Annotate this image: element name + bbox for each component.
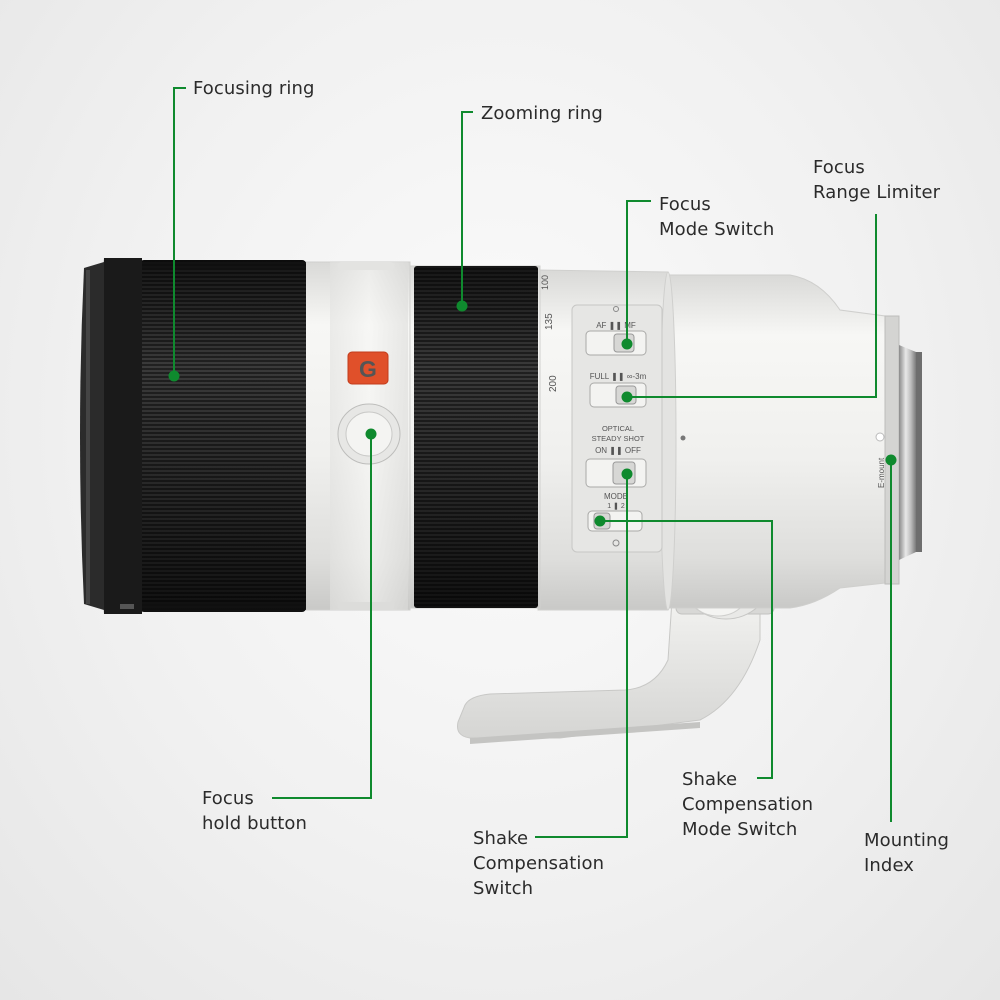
label-mounting-index: Mounting Index [864, 830, 950, 876]
dot-focus-hold-button [365, 428, 377, 440]
af-mf-label: AF ❚❚ MF [596, 321, 636, 330]
dot-mounting-index [885, 454, 897, 466]
zoom-mark-135: 135 [544, 313, 555, 330]
mode-label: MODE [604, 492, 628, 501]
lens-mount [884, 315, 922, 585]
dot-focus-range-limiter [621, 391, 633, 403]
zooming-ring-body [407, 265, 541, 609]
label-shake-comp-switch: Shake Compensation Switch [473, 828, 605, 899]
dot-zooming-ring [456, 300, 468, 312]
leader-shake-comp-mode-switch [600, 520, 773, 779]
dot-focus-mode-switch [621, 338, 633, 350]
optical-label: OPTICAL [602, 424, 634, 433]
label-focus-mode-switch: Focus Mode Switch [659, 194, 775, 240]
mode-positions-label: 1 ❚ 2 [607, 502, 625, 510]
label-focus-range-limiter: Focus Range Limiter [813, 157, 941, 203]
dot-shake-comp-switch [621, 468, 633, 480]
zoom-mark-200: 200 [548, 375, 559, 392]
label-shake-comp-mode-switch: Shake Compensation Mode Switch [682, 769, 814, 840]
full-range-label: FULL ❚❚ ∞-3m [590, 372, 647, 381]
front-element [80, 258, 142, 614]
leader-focus-mode-switch [626, 200, 651, 344]
label-focus-hold-button: Focus hold button [202, 788, 308, 834]
e-mount-label: E-mount [877, 457, 886, 488]
leader-zooming-ring [461, 111, 473, 306]
dot-shake-comp-mode-switch [594, 515, 606, 527]
leader-shake-comp-switch [535, 474, 628, 838]
steady-shot-label: STEADY SHOT [592, 434, 645, 443]
leader-focusing-ring [173, 87, 186, 376]
on-off-label: ON ❚❚ OFF [595, 446, 641, 455]
leader-lines [173, 87, 892, 838]
label-zooming-ring: Zooming ring [481, 103, 603, 124]
focusing-ring-body [140, 260, 306, 612]
leader-focus-hold-button [272, 434, 372, 799]
leader-focus-range-limiter [627, 214, 877, 398]
zoom-mark-100: 100 [540, 275, 550, 290]
g-badge-letter: G [359, 356, 377, 382]
label-focusing-ring: Focusing ring [193, 78, 315, 99]
g-section [303, 261, 411, 611]
dot-focusing-ring [168, 370, 180, 382]
leader-dots [168, 300, 897, 527]
